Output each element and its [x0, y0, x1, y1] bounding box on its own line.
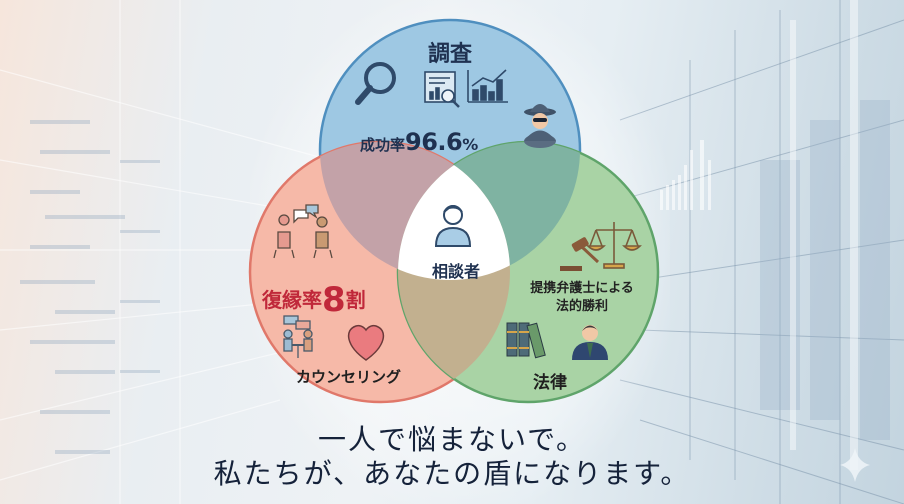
success-rate-value: 96.6	[405, 128, 463, 156]
lawyer-icon	[572, 325, 608, 360]
law-subtitle-line2: 法的勝利	[555, 299, 608, 314]
gavel-icon	[560, 237, 600, 271]
counseling-caption: カウンセリング	[296, 368, 402, 386]
line-bar-chart-icon	[467, 69, 508, 103]
tagline-line2: 私たちが、あなたの盾になります。	[213, 457, 691, 490]
reconciliation-rate-unit: 割	[345, 288, 366, 312]
reconciliation-rate-label: 復縁率	[262, 288, 322, 312]
law-subtitle-line1: 提携弁護士による	[530, 281, 634, 296]
sparkle-icon	[840, 448, 870, 482]
law-caption: 法律	[533, 373, 567, 393]
law-books-icon	[506, 322, 546, 359]
reconciliation-rate: 復縁率8割	[262, 280, 366, 320]
magnifier-icon	[355, 62, 396, 105]
heart-icon	[347, 324, 385, 361]
tagline-line1: 一人で悩まないで。	[317, 423, 587, 456]
meeting-table-icon	[283, 315, 313, 358]
success-rate-label: 成功率	[360, 136, 406, 154]
report-search-icon	[424, 71, 460, 108]
overlap-center	[398, 142, 510, 280]
detective-icon	[524, 104, 556, 148]
client-label: 相談者	[431, 262, 480, 281]
law-subtitle: 提携弁護士による 法的勝利	[512, 280, 652, 316]
person-icon	[434, 205, 472, 247]
investigation-title: 調査	[427, 42, 472, 67]
success-rate-unit: %	[462, 135, 479, 154]
investigation-success-rate: 成功率96.6%	[360, 128, 478, 156]
reconciliation-rate-value: 8	[322, 280, 346, 320]
scales-of-justice-icon	[586, 222, 642, 269]
conversation-people-icon	[273, 204, 333, 259]
